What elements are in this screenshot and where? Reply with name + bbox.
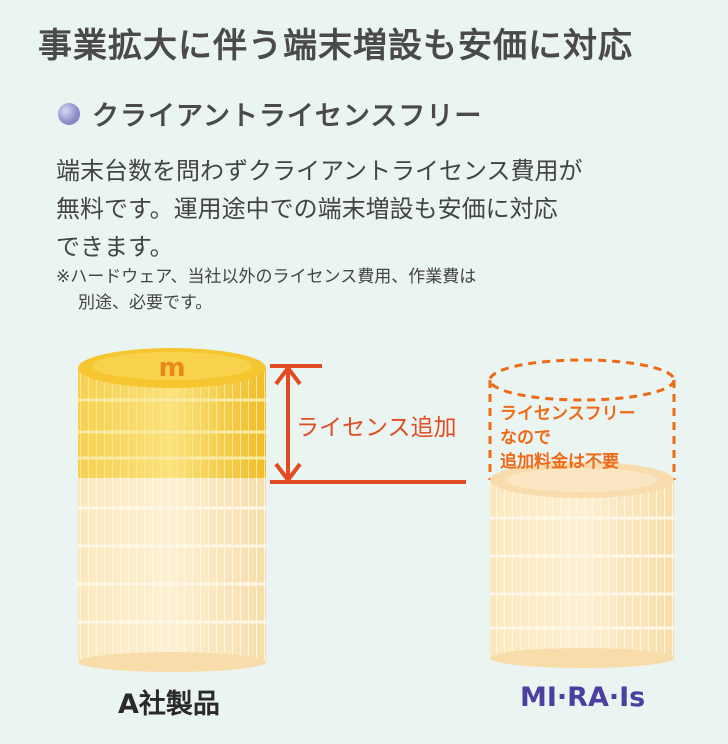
double-arrow-icon bbox=[270, 364, 466, 484]
coin-logo-mark: m bbox=[158, 353, 185, 383]
stack-a-added-coins bbox=[78, 348, 266, 478]
bullet-circle-icon bbox=[58, 102, 80, 125]
callout-line: なので bbox=[500, 428, 551, 448]
footnote-line: 別途、必要です。 bbox=[78, 293, 213, 313]
product-a-label: A社製品 bbox=[118, 689, 220, 720]
body-line: 端末台数を問わずクライアントライセンス費用が bbox=[56, 157, 583, 185]
callout-line: 追加料金は不要 bbox=[500, 452, 619, 472]
subheading: クライアントライセンスフリー bbox=[92, 101, 483, 132]
stack-b-base bbox=[490, 462, 674, 668]
stack-a-base bbox=[78, 470, 266, 672]
license-add-label: ライセンス追加 bbox=[296, 415, 457, 441]
body-line: できます。 bbox=[56, 233, 174, 261]
subheading-row: クライアントライセンスフリー bbox=[58, 94, 482, 133]
stack-b-dashed-outline bbox=[488, 358, 676, 480]
footnote-line: ※ハードウェア、当社以外のライセンス費用、作業費は bbox=[56, 267, 477, 287]
license-free-callout: ライセンスフリー なので 追加料金は不要 bbox=[500, 402, 636, 474]
body-paragraph: 端末台数を問わずクライアントライセンス費用が 無料です。運用途中での端末増設も安… bbox=[56, 152, 696, 266]
body-line: 無料です。運用途中での端末増設も安価に対応 bbox=[56, 195, 558, 223]
callout-line: ライセンスフリー bbox=[500, 404, 636, 424]
product-b-logo: MI·RA·Is bbox=[520, 682, 646, 713]
footnote: ※ハードウェア、当社以外のライセンス費用、作業費は 別途、必要です。 bbox=[56, 264, 476, 316]
headline: 事業拡大に伴う端末増設も安価に対応 bbox=[38, 26, 633, 66]
